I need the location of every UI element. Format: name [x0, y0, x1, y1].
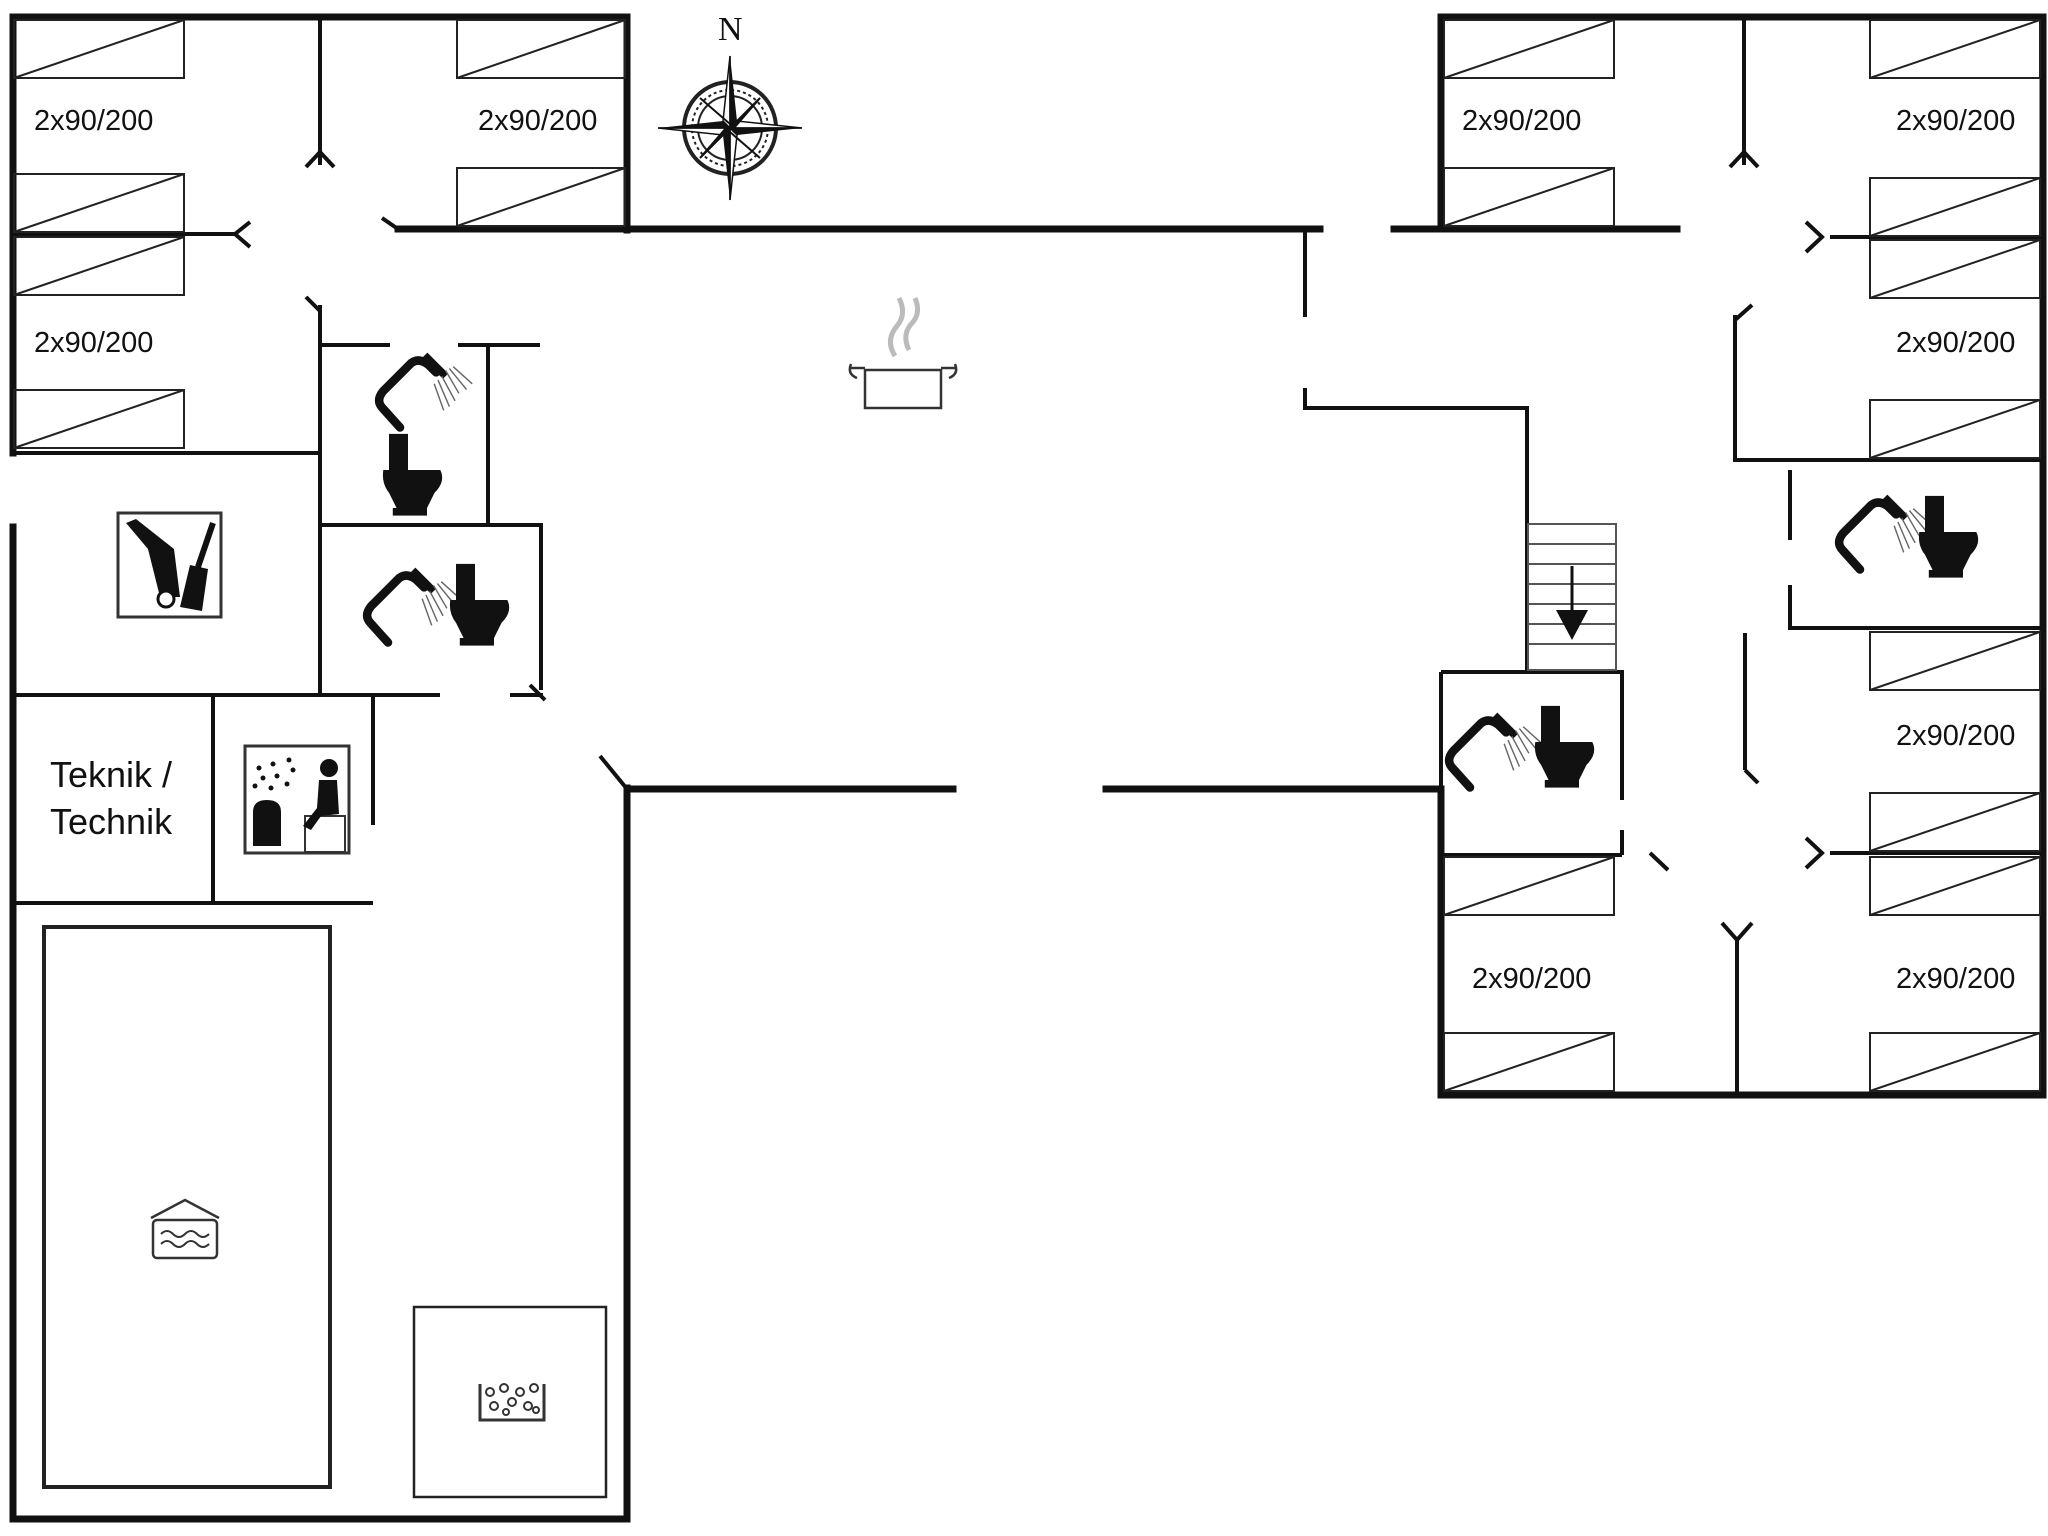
compass-rose-icon: N: [657, 11, 803, 201]
shower-icon: [379, 355, 472, 427]
bed-label: 2x90/200: [1896, 720, 2015, 752]
door-marks: [231, 149, 1825, 944]
pool-icon: [150, 1198, 220, 1260]
toilet-icon: [382, 433, 443, 516]
cooking-pot-icon: [848, 296, 958, 410]
pool-area: [42, 925, 608, 1499]
technik-label: Technik: [50, 801, 173, 842]
utility-cleaning-icon: [116, 511, 223, 619]
bed-label: 2x90/200: [1896, 327, 2015, 359]
stairs-down-icon: [1527, 523, 1617, 671]
sauna-icon: [243, 744, 351, 855]
toilet-icon: [1918, 495, 1979, 578]
shower-icon: [367, 570, 460, 642]
bed-label: 2x90/200: [34, 105, 153, 137]
beds: [13, 19, 2041, 1092]
interior-walls: [13, 20, 2043, 1095]
toilet-icon: [1534, 705, 1595, 788]
room-labels: 2x90/200 2x90/200 2x90/200 2x90/200 2x90…: [34, 105, 2015, 995]
shower-icon: [1449, 715, 1542, 787]
bed-label: 2x90/200: [1896, 105, 2015, 137]
bed-label: 2x90/200: [34, 327, 153, 359]
north-label: N: [718, 11, 743, 48]
technik-label: Teknik /: [50, 754, 172, 795]
shower-icon: [1839, 497, 1932, 569]
bed-label: 2x90/200: [1896, 963, 2015, 995]
toilet-icon: [449, 563, 510, 646]
bed-label: 2x90/200: [1462, 105, 1581, 137]
bed-label: 2x90/200: [1472, 963, 1591, 995]
whirlpool-icon: [478, 1383, 546, 1422]
bed-label: 2x90/200: [478, 105, 597, 137]
